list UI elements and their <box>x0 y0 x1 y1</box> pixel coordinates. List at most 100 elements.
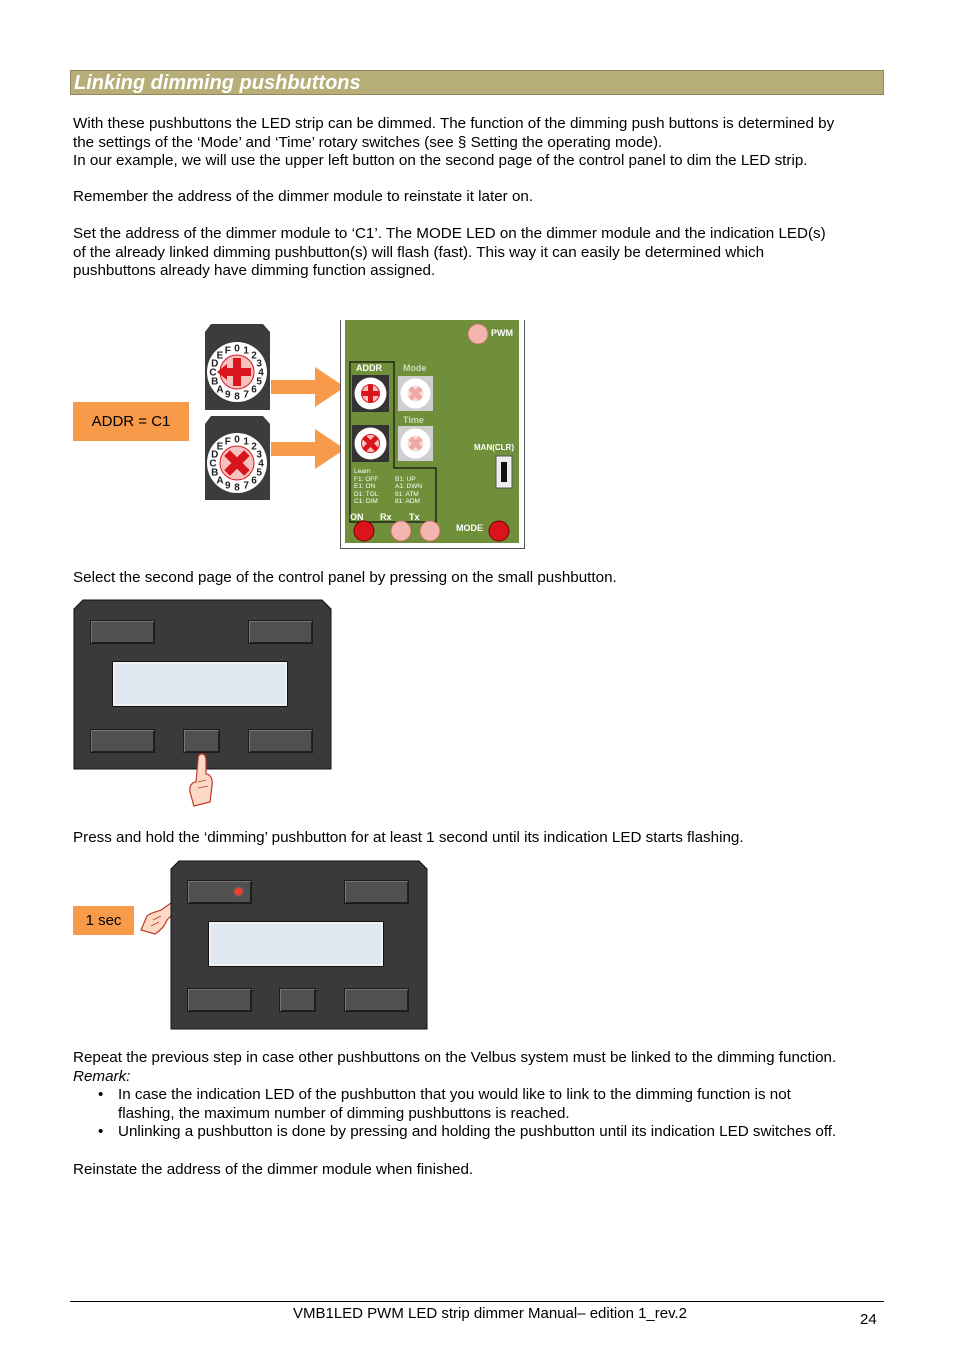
footer-divider <box>70 1301 884 1302</box>
intro-line: With these pushbuttons the LED strip can… <box>73 115 835 132</box>
dial-digit: B <box>211 377 218 388</box>
remark-list: In case the indication LED of the pushbu… <box>73 1086 885 1142</box>
set-address-line: of the already linked dimming pushbutton… <box>73 243 765 261</box>
dial-digit: 8 <box>234 483 240 494</box>
dial-digit: 6 <box>251 476 257 487</box>
time-label: Time <box>403 415 424 425</box>
page-number: 24 <box>860 1311 877 1328</box>
control-panel-hold <box>170 860 428 1030</box>
panel-button-top-left[interactable] <box>90 620 155 644</box>
rx-led <box>390 520 412 542</box>
page-select-button[interactable] <box>279 988 316 1012</box>
dial-digit: 3 <box>256 449 262 460</box>
intro-line: the settings of the ‘Mode’ and ‘Time’ ro… <box>73 133 663 151</box>
list-item: In case the indication LED of the pushbu… <box>73 1086 885 1123</box>
footer-title: VMB1LED PWM LED strip dimmer Manual– edi… <box>292 1305 688 1322</box>
section-heading-bar: Linking dimming pushbuttons <box>70 70 884 95</box>
repeat-paragraph: Repeat the previous step in case other p… <box>73 1049 885 1142</box>
on-label: ON <box>350 512 364 522</box>
learn-table-right: B1: UP A1: DWN 91: ATM 81: ADM <box>395 475 423 506</box>
dial-digit: 7 <box>243 481 249 492</box>
arrow-icon <box>271 367 345 407</box>
rx-label: Rx <box>380 512 392 522</box>
dial-digit: 8 <box>234 392 240 403</box>
on-led <box>353 520 375 542</box>
pwm-led <box>467 323 489 345</box>
time-dial-icon <box>398 426 433 461</box>
dial-digit: C <box>209 368 216 379</box>
dial-digit: A <box>216 476 223 487</box>
intro-line: In our example, we will use the upper le… <box>73 152 808 169</box>
dial-digit: 5 <box>256 377 262 388</box>
reinstate-paragraph: Reinstate the address of the dimmer modu… <box>73 1161 474 1178</box>
dial-digit: 5 <box>256 468 262 479</box>
dial-digit: 1 <box>243 345 249 356</box>
panel-button-bottom-left[interactable] <box>90 729 155 753</box>
arrow-icon <box>271 429 345 469</box>
pointing-finger-icon <box>189 753 213 807</box>
set-address-line: Set the address of the dimmer module to … <box>73 225 826 242</box>
section-heading: Linking dimming pushbuttons <box>74 72 361 94</box>
dial-digit: 0 <box>234 344 240 355</box>
one-second-callout: 1 sec <box>73 906 134 935</box>
set-address-paragraph: Set the address of the dimmer module to … <box>73 225 885 281</box>
tx-led <box>419 520 441 542</box>
dial-digit: F <box>225 436 231 447</box>
dial-digit: D <box>211 449 218 460</box>
panel-button-bottom-left[interactable] <box>187 988 252 1012</box>
dimming-pushbutton[interactable] <box>187 880 252 904</box>
page-select-button[interactable] <box>183 729 220 753</box>
learn-table-left: Learn F1: OFF E1: ON D1: TGL C1: DIM <box>354 468 379 505</box>
press-hold-paragraph: Press and hold the ‘dimming’ pushbutton … <box>73 829 744 846</box>
mode-led-label: MODE <box>456 523 483 533</box>
dial-digit: C <box>209 459 216 470</box>
dial-digit: 2 <box>251 442 257 453</box>
mode-label: Mode <box>403 363 427 373</box>
repeat-line: Repeat the previous step in case other p… <box>73 1049 837 1066</box>
panel-button-bottom-right[interactable] <box>344 988 409 1012</box>
dial-digit: 9 <box>225 481 231 492</box>
dial-digit: 2 <box>251 351 257 362</box>
dial-digit: E <box>217 442 224 453</box>
module-addr-dial-high-icon <box>352 375 389 412</box>
list-item: Unlinking a pushbutton is done by pressi… <box>73 1123 885 1142</box>
dial-digit: D <box>211 358 218 369</box>
dial-digit: 4 <box>258 459 264 470</box>
panel-display <box>208 921 384 967</box>
select-page-paragraph: Select the second page of the control pa… <box>73 569 617 586</box>
dial-digit: F <box>225 345 231 356</box>
dial-digit: B <box>211 468 218 479</box>
module-addr-dial-low-icon <box>352 425 389 462</box>
remember-paragraph: Remember the address of the dimmer modul… <box>73 188 534 205</box>
panel-button-bottom-right[interactable] <box>248 729 313 753</box>
tx-label: Tx <box>409 512 420 522</box>
dial-digit: E <box>217 351 224 362</box>
dial-digit: 3 <box>256 358 262 369</box>
set-address-line: pushbuttons already have dimming functio… <box>73 262 436 279</box>
pwm-label: PWM <box>491 328 513 338</box>
remark-label: Remark: <box>73 1067 131 1085</box>
panel-button-top-right[interactable] <box>344 880 409 904</box>
addr-callout: ADDR = C1 <box>73 402 189 441</box>
control-panel <box>73 599 332 770</box>
dial-digit: 9 <box>225 390 231 401</box>
dial-digit: 6 <box>251 385 257 396</box>
panel-display <box>112 661 288 707</box>
mode-led <box>488 520 510 542</box>
addr-label: ADDR <box>356 363 382 373</box>
man-clr-label: MAN(CLR) <box>474 443 514 452</box>
panel-button-top-right[interactable] <box>248 620 313 644</box>
mode-dial-icon <box>398 376 433 411</box>
indication-led-icon <box>235 888 242 895</box>
intro-paragraph: With these pushbuttons the LED strip can… <box>73 115 885 171</box>
dial-digit: 1 <box>243 436 249 447</box>
dial-digit: 7 <box>243 390 249 401</box>
dial-digit: 0 <box>234 435 240 446</box>
dial-digit: A <box>216 385 223 396</box>
dial-digit: 4 <box>258 368 264 379</box>
